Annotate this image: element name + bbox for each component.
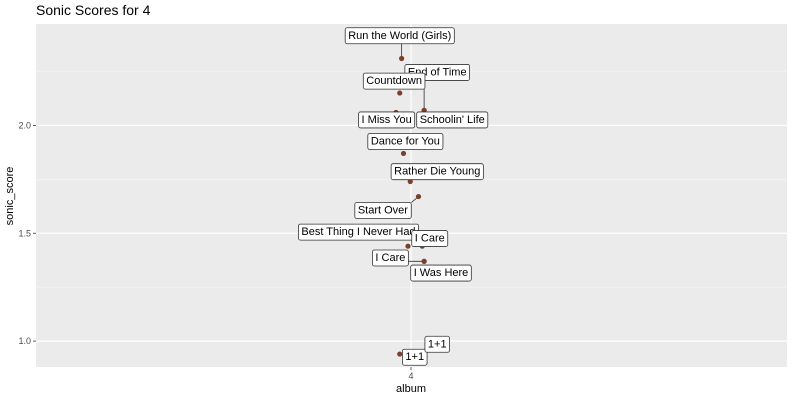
point-label: 1+1 <box>424 335 450 353</box>
point-label-text: I Care <box>415 233 445 245</box>
point-label-text: Rather Die Young <box>394 166 480 178</box>
data-point <box>397 351 403 357</box>
data-point <box>415 193 422 200</box>
data-point <box>397 90 403 96</box>
point-label-text: I Care <box>375 252 405 264</box>
point-label: I Miss You <box>358 111 416 129</box>
point-label-box <box>367 133 444 150</box>
point-label-text: I Was Here <box>414 267 469 279</box>
point-label-text: I Miss You <box>362 114 412 126</box>
point-label: Rather Die Young <box>390 163 484 181</box>
point-label: Start Over <box>354 202 412 219</box>
data-point <box>399 55 405 62</box>
y-tick-label: 1.0 <box>18 336 31 346</box>
data-point <box>407 178 413 185</box>
x-axis-title: album <box>396 383 426 395</box>
point-label-text: Dance for You <box>371 135 440 147</box>
data-point <box>400 150 407 157</box>
data-point <box>405 243 411 249</box>
data-point <box>421 258 427 264</box>
point-label: Best Thing I Never Had <box>298 223 419 241</box>
point-label-box <box>358 111 416 129</box>
point-label: Countdown <box>362 72 426 90</box>
point-label-box <box>410 264 472 282</box>
point-label-box <box>424 335 450 353</box>
point-label-text: 1+1 <box>428 338 447 350</box>
point-label-box <box>416 111 489 129</box>
point-label-box <box>411 230 449 247</box>
x-tick-label: 4 <box>408 371 413 381</box>
point-label-box <box>390 163 484 181</box>
point-label-box <box>362 72 426 90</box>
y-axis-title: sonic_score <box>4 167 16 226</box>
point-label: Run the World (Girls) <box>344 27 455 45</box>
point-label: 1+1 <box>402 348 428 366</box>
point-label: Dance for You <box>367 133 444 150</box>
y-tick-label: 2.0 <box>18 120 31 130</box>
y-axis: 1.0 1.5 2.0 <box>18 120 36 346</box>
point-label-box <box>354 202 412 219</box>
point-label-text: Best Thing I Never Had <box>301 226 415 238</box>
point-label-box <box>371 249 409 267</box>
point-label: I Care <box>411 230 449 247</box>
point-labels: Run the World (Girls)End of TimeCountdow… <box>298 27 489 366</box>
y-tick-label: 1.5 <box>18 228 31 238</box>
point-label-text: Start Over <box>358 205 408 217</box>
point-label-box <box>402 348 428 366</box>
point-label-text: Schoolin' Life <box>420 114 485 126</box>
point-label: Schoolin' Life <box>416 111 489 129</box>
point-label-text: Run the World (Girls) <box>348 30 451 42</box>
point-label-text: Countdown <box>366 75 422 87</box>
x-axis: 4 <box>408 367 414 381</box>
point-label-text: 1+1 <box>405 351 424 363</box>
point-label: I Was Here <box>410 264 472 282</box>
point-label: I Care <box>371 249 409 267</box>
point-label-box <box>344 27 455 45</box>
chart-title: Sonic Scores for 4 <box>36 2 151 18</box>
